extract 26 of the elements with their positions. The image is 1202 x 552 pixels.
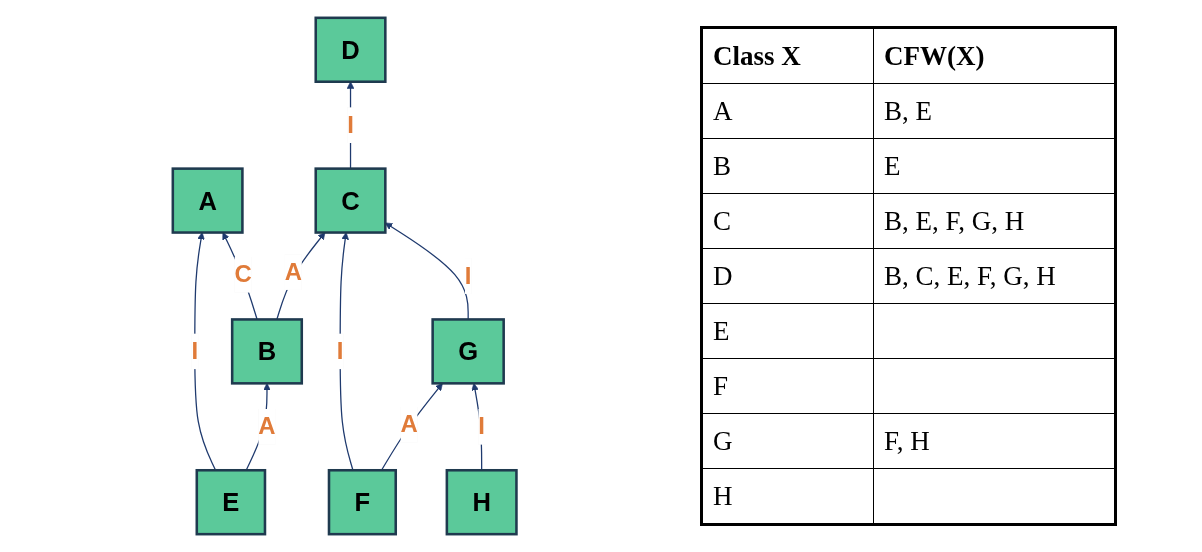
node-box: G [431,318,506,385]
table-cell: D [701,248,874,304]
table-cell: Class X [701,27,874,84]
node-box: A [171,167,245,234]
node-box: F [328,469,398,536]
table-cell: G [701,413,874,469]
edge-label: A [258,413,276,440]
edge-label: C [234,261,253,288]
edge-label: I [337,337,344,365]
table-cell: F [701,358,874,414]
table-cell: A [701,83,874,139]
edge-label: I [465,262,472,289]
node-box: C [314,167,387,234]
edge-label: A [400,411,419,438]
edge-label: I [191,337,199,365]
edge-label: I [347,111,355,138]
edge-label: I [478,413,486,440]
table-cell: C [701,193,874,249]
node-box: B [231,318,304,385]
table-cell: E [701,303,874,359]
node-box: E [195,469,267,536]
node-box: D [314,16,387,83]
arrow [381,383,444,471]
table-cell: B [701,138,874,194]
node-box: H [445,469,519,536]
edge-label: A [285,258,303,285]
